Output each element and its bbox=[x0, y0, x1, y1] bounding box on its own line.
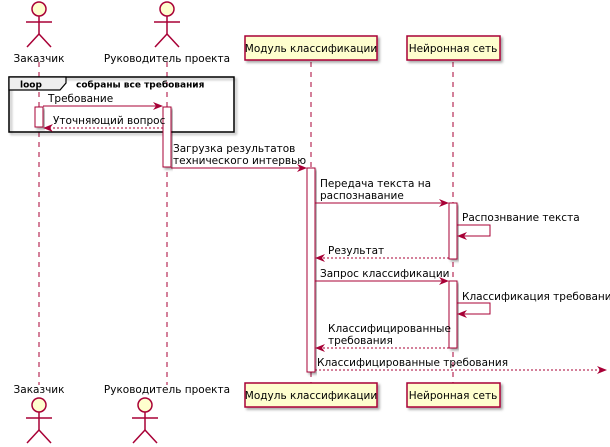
message-1: Требование bbox=[43, 93, 163, 110]
message-label: Уточняющий вопрос bbox=[53, 115, 166, 127]
participant-label: Заказчик bbox=[14, 384, 65, 396]
actor-customer-top: Заказчик bbox=[14, 1, 65, 65]
message-6: Результат bbox=[315, 245, 449, 262]
participant-label: Нейронная сеть bbox=[409, 390, 498, 402]
message-2: Уточняющий вопрос bbox=[43, 115, 166, 132]
message-label: Требование bbox=[47, 93, 113, 105]
participant-label: Руководитель проекта bbox=[104, 53, 230, 65]
loop-condition: собраны все требования bbox=[76, 80, 205, 91]
message-label: Классифицированные требования bbox=[317, 357, 508, 369]
message-7: Запрос классификации bbox=[315, 268, 449, 285]
loop-frame: loop собраны все требования bbox=[8, 76, 235, 133]
message-4: Передача текста на распознавание bbox=[315, 178, 449, 207]
message-label: Классификация требований bbox=[462, 291, 610, 303]
message-3: Загрузка результатов технического интерв… bbox=[171, 143, 307, 172]
participant-module-top: Модуль классификации bbox=[244, 35, 378, 61]
actor-icon bbox=[154, 1, 180, 48]
loop-keyword: loop bbox=[20, 81, 42, 91]
message-label: требования bbox=[328, 335, 393, 347]
participant-label: Модуль классификации bbox=[245, 43, 377, 55]
message-label: Результат bbox=[328, 245, 384, 257]
message-label: технического интервью bbox=[173, 155, 306, 167]
participant-label: Нейронная сеть bbox=[409, 43, 498, 55]
message-9: Классифицированные требования bbox=[315, 323, 451, 352]
activation-module bbox=[306, 167, 316, 373]
participant-label: Руководитель проекта bbox=[104, 384, 230, 396]
participant-nn-bottom: Нейронная сеть bbox=[406, 382, 501, 408]
actor-icon bbox=[26, 397, 52, 444]
activation-customer bbox=[34, 106, 44, 128]
message-label: Передача текста на bbox=[320, 178, 431, 190]
actor-customer-bottom: Заказчик bbox=[14, 384, 65, 444]
participant-label: Заказчик bbox=[14, 53, 65, 65]
actor-pm-bottom: Руководитель проекта bbox=[104, 384, 230, 444]
message-8-self: Классификация требований bbox=[457, 291, 610, 318]
participant-label: Модуль классификации bbox=[245, 390, 377, 402]
message-label: распознавание bbox=[320, 190, 404, 202]
actor-pm-top: Руководитель проекта bbox=[104, 1, 230, 65]
activation-nn-2 bbox=[448, 280, 458, 349]
activation-nn-1 bbox=[448, 202, 458, 260]
activation-pm bbox=[162, 106, 172, 168]
actor-icon bbox=[26, 1, 52, 48]
participant-module-bottom: Модуль классификации bbox=[244, 382, 378, 408]
message-label: Запрос классификации bbox=[320, 268, 449, 280]
actor-icon bbox=[132, 397, 158, 444]
message-5-self: Распознвание текста bbox=[457, 212, 580, 240]
participant-nn-top: Нейронная сеть bbox=[406, 35, 501, 61]
message-label: Распознвание текста bbox=[462, 212, 580, 224]
message-label: Классифицированные bbox=[328, 323, 451, 335]
message-10-outgoing: Классифицированные требования bbox=[315, 357, 607, 374]
message-label: Загрузка результатов bbox=[173, 143, 295, 155]
